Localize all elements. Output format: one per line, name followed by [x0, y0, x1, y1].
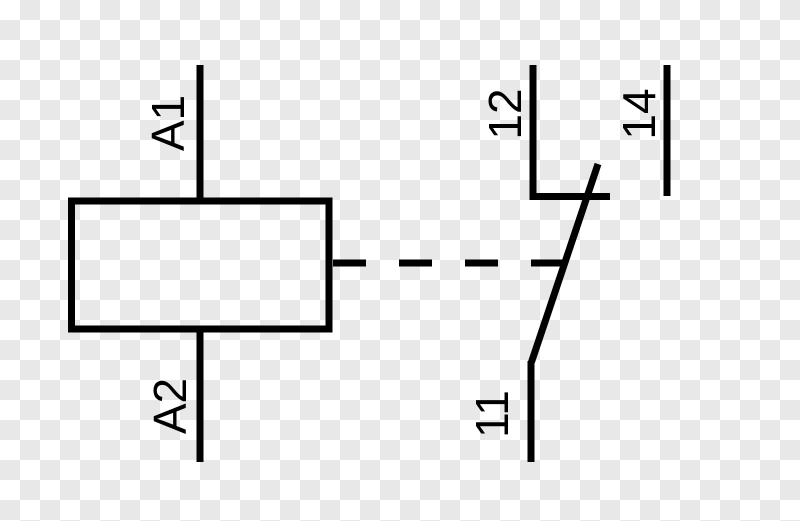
- coil-body-rect: [68, 197, 333, 333]
- contact-terminal-12-label: 12: [479, 88, 531, 139]
- contact-lever-line: [528, 162, 602, 364]
- contact-terminal-11-label: 11: [466, 390, 518, 438]
- contact-terminal-12-path: [529, 65, 610, 200]
- coil-terminal-a2-label: A2: [144, 378, 196, 434]
- contact-terminal-14-label: 14: [613, 88, 665, 139]
- coil-terminal-a1-label: A1: [142, 95, 194, 151]
